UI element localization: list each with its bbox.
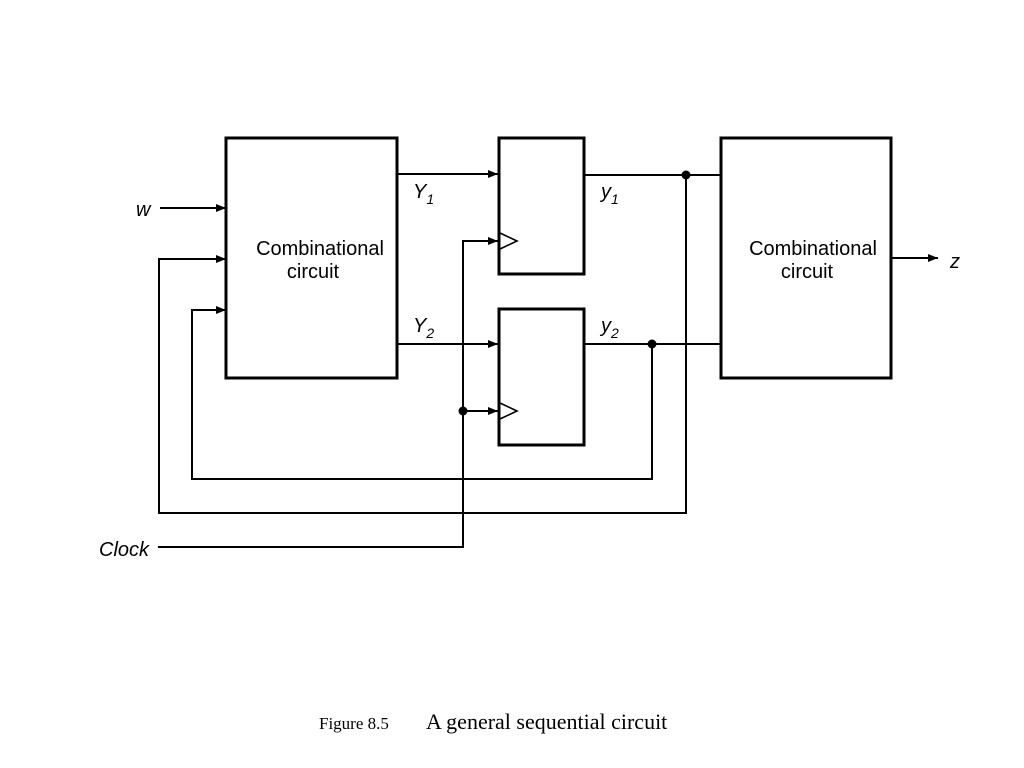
output-z-label: z [949,251,960,273]
y1-junction [681,170,691,180]
Y2-label: Y2 [413,315,434,341]
y2-feedback-wire [191,306,653,480]
right-block-label-line1: Combinational [749,238,877,260]
clock-label: Clock [99,539,150,561]
y2-junction [647,339,657,349]
figure-caption: A general sequential circuit [426,709,667,734]
y1-feedback-wire [158,175,687,514]
left-block-label-line2: circuit [287,261,340,283]
clock-junction [458,406,468,416]
left-block-label-line1: Combinational [256,238,384,260]
flip-flop-2 [497,307,586,447]
Y1-label: Y1 [413,181,434,207]
flip-flop-1 [497,136,586,276]
right-block-label-line2: circuit [781,261,834,283]
figure-number: Figure 8.5 [319,714,389,733]
input-w-label: w [136,199,152,221]
y1-label: y1 [599,181,619,207]
clock-triangle-ff1 [499,232,519,250]
clock-wire [158,237,498,548]
clock-triangle-ff2 [499,402,519,420]
y2-label: y2 [599,315,619,341]
